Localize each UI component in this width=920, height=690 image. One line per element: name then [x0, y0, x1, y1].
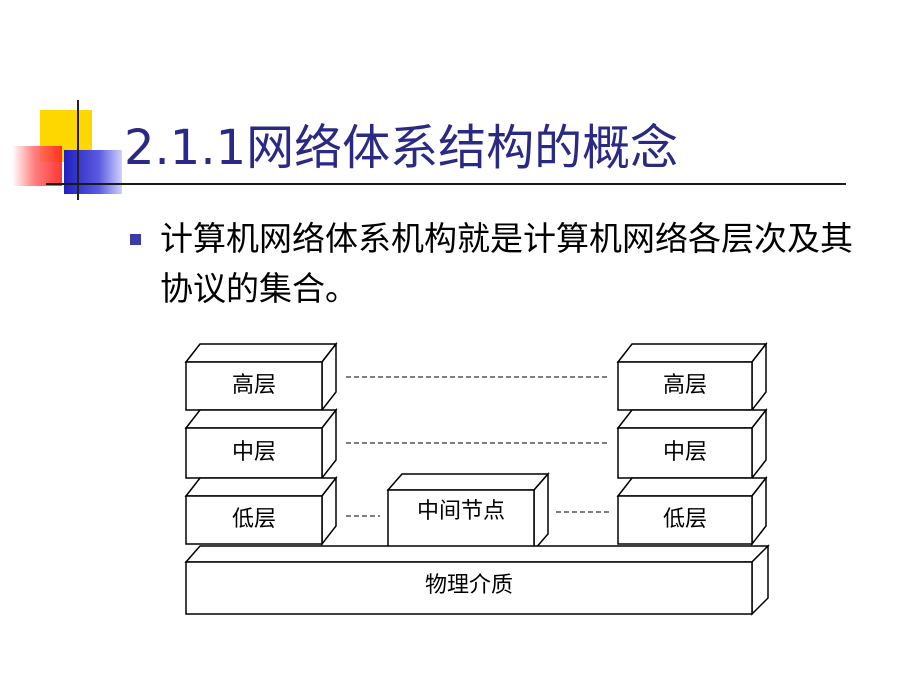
right-low-layer-box — [616, 475, 768, 547]
physical-medium-box — [184, 544, 770, 616]
right-low-label: 低层 — [663, 507, 707, 532]
left-mid-label: 中层 — [232, 440, 276, 465]
right-high-label: 高层 — [663, 373, 707, 398]
corner-decoration — [0, 0, 130, 210]
title-divider — [46, 183, 846, 185]
right-mid-label: 中层 — [663, 440, 707, 465]
middle-node-box — [386, 472, 550, 552]
red-square — [12, 146, 62, 186]
physical-medium-label: 物理介质 — [425, 573, 513, 598]
left-low-label: 低层 — [232, 507, 276, 532]
right-high-layer-box — [616, 341, 768, 413]
bullet-marker — [130, 234, 141, 245]
left-high-label: 高层 — [232, 373, 276, 398]
left-mid-layer-box — [184, 407, 338, 481]
page-title: 2.1.1网络体系结构的概念 — [124, 120, 679, 176]
left-high-layer-box — [184, 341, 338, 413]
blue-square — [64, 150, 122, 194]
bullet-text: 计算机网络体系机构就是计算机网络各层次及其协议的集合。 — [160, 219, 853, 308]
middle-node-label: 中间节点 — [417, 499, 505, 524]
right-mid-layer-box — [616, 407, 768, 481]
left-low-layer-box — [184, 475, 338, 547]
vertical-line — [77, 100, 79, 200]
